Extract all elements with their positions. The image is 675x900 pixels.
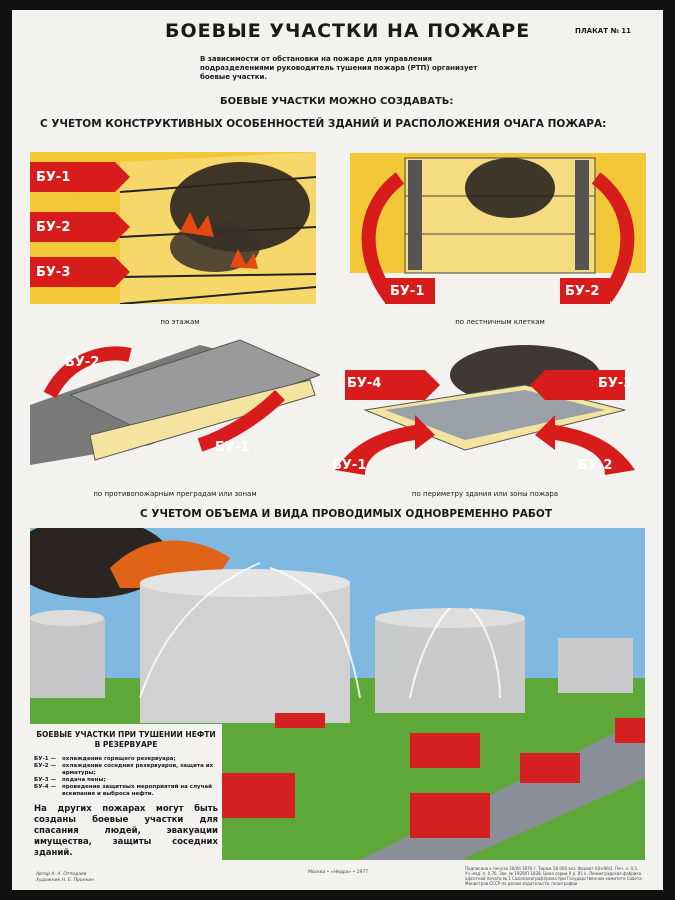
caption-stairwells: по лестничным клеткам — [455, 318, 545, 326]
label-bu3: БУ-3 — [36, 265, 71, 280]
caption-firewalls: по противопожарным преградам или зонам — [93, 490, 257, 498]
legend-title: БОЕВЫЕ УЧАСТКИ ПРИ ТУШЕНИИ НЕФТИ В РЕЗЕР… — [36, 730, 216, 749]
label-bu1: БУ-1 — [215, 440, 250, 455]
legend-text: подача пены; — [62, 777, 106, 783]
floors-illustration — [30, 152, 316, 304]
legend-text: охлаждение соседних резервуаров, защита … — [62, 763, 214, 776]
perimeter-illustration — [335, 345, 635, 475]
poster-number: ПЛАКАТ № 11 — [575, 27, 632, 35]
legend-box: БОЕВЫЕ УЧАСТКИ ПРИ ТУШЕНИИ НЕФТИ В РЕЗЕР… — [30, 724, 222, 863]
legend-note: На других пожарах могут быть созданы бое… — [34, 804, 218, 858]
caption-floors: по этажам — [160, 318, 200, 326]
legend-item: БУ-3 — подача пены; — [34, 777, 218, 784]
label-bu3: БУ-3 — [598, 376, 633, 391]
section1-title: С УЧЕТОМ КОНСТРУКТИВНЫХ ОСОБЕННОСТЕЙ ЗДА… — [40, 118, 607, 130]
legend-text: проведение защитных мероприятий на случа… — [62, 784, 212, 797]
legend-code: БУ-4 — — [34, 784, 56, 790]
label-bu1: БУ-1 — [332, 458, 367, 473]
label-bu4: БУ-4 — [347, 376, 382, 391]
label-bu1: БУ-1 — [36, 170, 71, 185]
label-bu2: БУ-2 — [36, 220, 71, 235]
artist: Художник Н. Е. Пронкин — [36, 878, 95, 883]
legend-code: БУ-3 — — [34, 777, 56, 783]
label-bu1: БУ-1 — [390, 284, 425, 299]
legend-code: БУ-2 — — [34, 763, 56, 769]
legend-item: БУ-1 — охлаждение горящего резервуара; — [34, 756, 218, 763]
label-bu2: БУ-2 — [565, 284, 600, 299]
poster-title: БОЕВЫЕ УЧАСТКИ НА ПОЖАРЕ — [165, 20, 531, 42]
imprint: Москва • «Недра» • 1977 — [308, 870, 369, 875]
stairwells-illustration — [350, 153, 646, 304]
legend-text: охлаждение горящего резервуара; — [62, 756, 176, 762]
label-bu2: БУ-2 — [578, 458, 613, 473]
legend-code: БУ-1 — — [34, 756, 56, 762]
legend-item: БУ-4 — проведение защитных мероприятий на… — [34, 784, 218, 798]
caption-perimeter: по периметру здания или зоны пожара — [411, 490, 559, 498]
label-bu2: БУ-2 — [65, 355, 100, 370]
subheading: БОЕВЫЕ УЧАСТКИ МОЖНО СОЗДАВАТЬ: — [220, 96, 454, 107]
author: Автор А. А. Отподаев — [36, 872, 87, 877]
print-info: Подписано к печати 20/XII 1976 г. Тираж … — [465, 866, 642, 886]
section2-title: С УЧЕТОМ ОБЪЕМА И ВИДА ПРОВОДИМЫХ ОДНОВР… — [140, 508, 552, 520]
intro-text: В зависимости от обстановки на пожаре дл… — [200, 55, 478, 81]
firewalls-illustration — [30, 339, 320, 465]
legend-item: БУ-2 — охлаждение соседних резервуаров, з… — [34, 763, 218, 777]
